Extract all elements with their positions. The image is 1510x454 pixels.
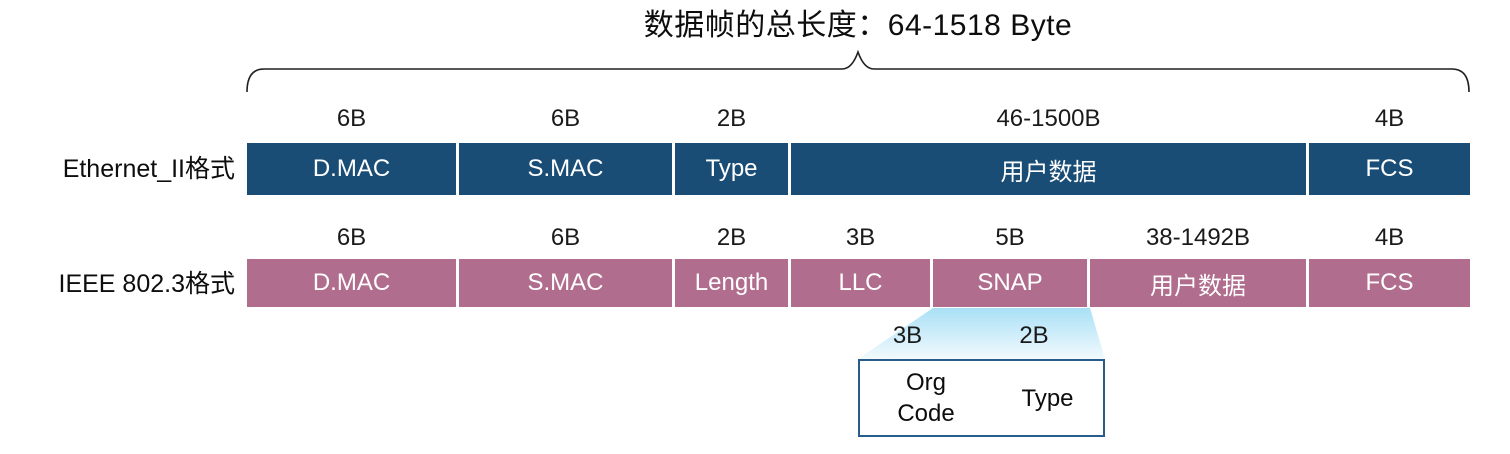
field-ieee-snap: SNAP [933, 259, 1087, 307]
field-eth-data: 用户数据 [791, 143, 1306, 195]
size-label-ieee-smac: 6B [550, 224, 581, 251]
size-label-orgcode: 3B [892, 322, 923, 349]
size-label-ieee-dmac: 6B [336, 224, 367, 251]
field-org-code-label: Org Code [897, 369, 955, 427]
field-ieee-length: Length [675, 259, 788, 307]
size-label-eth-fcs: 4B [1374, 105, 1405, 132]
field-eth-smac: S.MAC [459, 143, 672, 195]
field-snap-type: Type [992, 359, 1105, 437]
total-length-brace [246, 49, 1470, 93]
row-label-ethernet-ii: Ethernet_II格式 [62, 155, 235, 183]
field-ieee-fcs: FCS [1309, 259, 1470, 307]
size-label-ieee-fcs: 4B [1374, 224, 1405, 251]
size-label-ieee-llc: 3B [845, 224, 876, 251]
size-label-ieee-length: 2B [716, 224, 747, 251]
diagram-title: 数据帧的总长度：64-1518 Byte [643, 9, 1073, 42]
size-label-ieee-snap: 5B [995, 224, 1025, 251]
field-ieee-data: 用户数据 [1090, 259, 1306, 307]
field-ieee-dmac: D.MAC [247, 259, 456, 307]
row-label-ieee-8023: IEEE 802.3格式 [58, 270, 235, 298]
size-label-snap-type: 2B [1019, 322, 1049, 349]
field-ieee-smac: S.MAC [459, 259, 672, 307]
field-eth-fcs: FCS [1309, 143, 1470, 195]
field-eth-type: Type [675, 143, 788, 195]
size-label-eth-dmac: 6B [336, 105, 367, 132]
field-eth-dmac: D.MAC [247, 143, 456, 195]
field-ieee-llc: LLC [791, 259, 930, 307]
field-snap-type-label: Type [1021, 384, 1074, 412]
size-label-ieee-data: 38-1492B [1145, 224, 1251, 251]
size-label-eth-type: 2B [716, 105, 747, 132]
size-label-eth-data: 46-1500B [996, 105, 1101, 132]
size-label-eth-smac: 6B [550, 105, 581, 132]
field-org-code: Org Code [858, 359, 994, 437]
